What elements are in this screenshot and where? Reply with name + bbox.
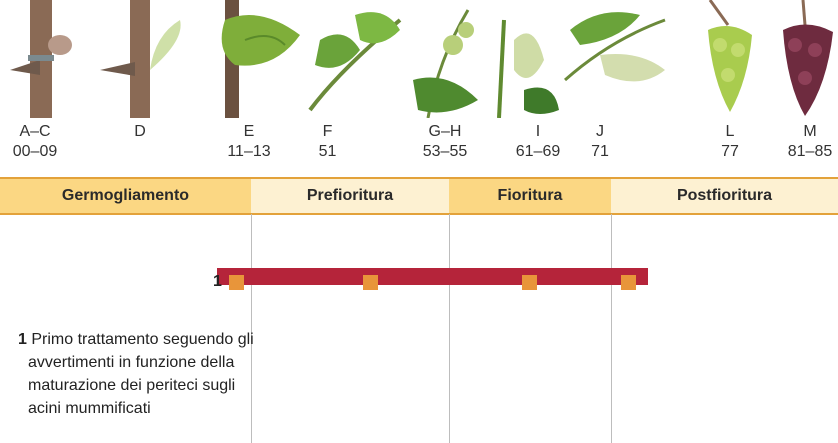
phase-germogliamento: Germogliamento xyxy=(0,178,251,214)
stage-images xyxy=(0,0,838,120)
phase-postfioritura: Postfioritura xyxy=(611,178,838,214)
stage-code-e: E 11–13 xyxy=(219,122,279,162)
stage-code-g-h: G–H 53–55 xyxy=(415,122,475,162)
header-top-rule xyxy=(0,177,838,179)
footnote-line: 1 Primo trattamento seguendo gli xyxy=(18,328,318,351)
phase-fioritura: Fioritura xyxy=(449,178,611,214)
young-leaves-image xyxy=(205,0,315,118)
treatment-marker xyxy=(229,275,244,290)
stage-code-l: L 77 xyxy=(710,122,750,162)
flowering-cluster-image xyxy=(560,0,670,118)
green-grape-cluster-image xyxy=(700,0,758,118)
phase-header: Germogliamento Prefioritura Fioritura Po… xyxy=(0,178,838,214)
phase-divider xyxy=(449,214,450,443)
phase-prefioritura: Prefioritura xyxy=(251,178,449,214)
treatment-marker xyxy=(621,275,636,290)
stage-code-a-c: A–C 00–09 xyxy=(0,122,70,162)
footnote-line: avvertimenti in funzione della xyxy=(18,351,318,374)
stage-code-i: I 61–69 xyxy=(508,122,568,162)
treatment-period-bar xyxy=(217,268,648,285)
phase-divider xyxy=(611,214,612,443)
shoot-leaves-image xyxy=(300,0,410,118)
stage-code-d: D xyxy=(110,122,170,142)
budburst-image xyxy=(95,0,200,118)
ripe-grape-cluster-image xyxy=(775,0,838,118)
flowering-shoot-image xyxy=(484,0,564,118)
treatment-marker xyxy=(363,275,378,290)
footnote-line: maturazione dei periteci sugli xyxy=(18,374,318,397)
stage-code-j: J 71 xyxy=(580,122,620,162)
stage-code-f: F 51 xyxy=(305,122,350,162)
footnote-number: 1 xyxy=(18,331,27,348)
footnote-line: acini mummificati xyxy=(18,397,318,420)
footnote: 1 Primo trattamento seguendo gli avverti… xyxy=(18,328,318,420)
footnote-marker: 1 xyxy=(213,273,222,291)
header-bottom-rule xyxy=(0,213,838,215)
treatment-marker xyxy=(522,275,537,290)
stage-code-m: M 81–85 xyxy=(782,122,838,162)
separated-inflorescence-image xyxy=(408,0,493,118)
dormant-bud-image xyxy=(0,0,90,118)
